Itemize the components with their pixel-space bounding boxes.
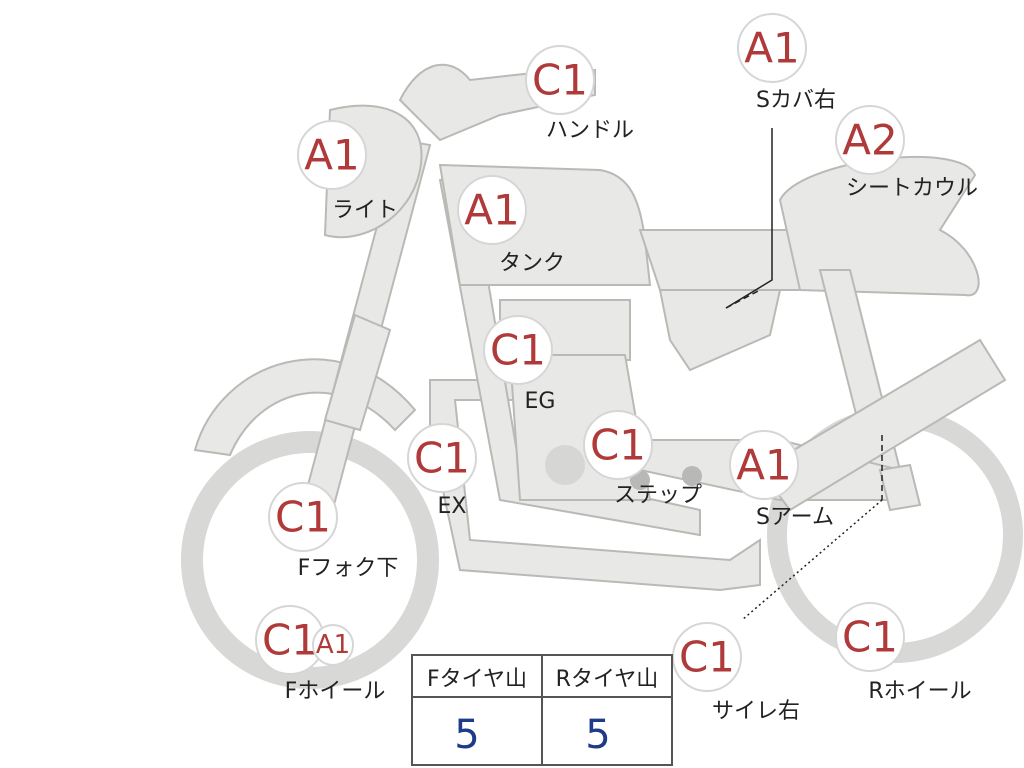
grade-seatcowl: A2 (842, 116, 897, 165)
grade-handle2: C1 (532, 56, 588, 105)
front-tire-value: 5 (454, 712, 479, 758)
label-sidecover: Sカバ右 (756, 88, 836, 113)
badge-light: A1 ライト (297, 120, 398, 223)
grade-light: A1 (304, 131, 359, 180)
side-cover-shape (658, 289, 782, 372)
badge-seatcowl: A2 シートカウル (835, 105, 978, 201)
badge-step: C1 ステップ (583, 410, 702, 508)
label-light: ライト (332, 198, 398, 223)
badge-circle-rwheel (835, 602, 905, 672)
label-swingarm: Sアーム (756, 505, 834, 530)
grade-engine: C1 (490, 326, 546, 375)
badge-circle-fork (268, 482, 338, 552)
label-silencer: サイレ右 (712, 699, 800, 724)
seat-cowl-shape (778, 155, 980, 297)
label-tank: タンク (499, 251, 565, 276)
badge-circle-engine (483, 315, 553, 385)
badge-circle-sidecover (737, 13, 807, 83)
label-handle2: ハンドル (546, 118, 634, 143)
silencer-shape (758, 338, 1007, 512)
badge-circle-handle2 (525, 45, 595, 115)
grade-fork: C1 (275, 493, 331, 542)
badge-circle-seatcowl (835, 105, 905, 175)
motorcycle-illustration (181, 63, 1023, 689)
fork-upper-shape (323, 313, 392, 432)
badge-handle2: C1 ハンドル (525, 45, 634, 143)
badge-circle-fwheel2 (312, 624, 354, 666)
front-tire-header: Fタイヤ山 (427, 667, 527, 692)
side-cover-leader-dash (725, 289, 761, 309)
label-seatcowl: シートカウル (846, 176, 978, 201)
rear-tire-header: Rタイヤ山 (556, 667, 659, 692)
front-wheel-shape (181, 431, 439, 689)
grade-fwheel2: A1 (316, 630, 350, 660)
seat-shape (638, 229, 802, 291)
engine-cover-shape (545, 445, 585, 485)
label-step: ステップ (614, 483, 702, 508)
grade-exhaust: C1 (414, 434, 470, 483)
grade-swingarm: A1 (736, 441, 791, 490)
silencer-end-shape (878, 463, 922, 512)
badge-fwheel2: A1 (312, 624, 354, 666)
badge-silencer: C1 サイレ右 (672, 622, 800, 724)
badge-circle-light (297, 120, 367, 190)
label-rwheel: Rホイール (868, 679, 971, 704)
footpeg-right-shape (682, 466, 702, 486)
label-fwheel: Fホイール (285, 679, 386, 704)
grade-fwheel: C1 (262, 616, 318, 665)
grade-sidecover: A1 (744, 24, 799, 73)
rear-tire-value: 5 (585, 712, 610, 758)
label-exhaust: EX (438, 494, 467, 519)
badge-circle-step (583, 410, 653, 480)
grade-rwheel: C1 (842, 613, 898, 662)
tire-table: Fタイヤ山 Rタイヤ山 5 5 (411, 654, 673, 766)
badge-circle-swingarm (729, 430, 799, 500)
grade-step: C1 (590, 421, 646, 470)
label-engine: EG (525, 389, 556, 414)
side-cover-leader (725, 128, 773, 309)
badge-circle-exhaust (407, 423, 477, 493)
grade-silencer: C1 (679, 633, 735, 682)
badge-tank: A1 タンク (457, 175, 565, 276)
grade-tank: A1 (464, 186, 519, 235)
silencer-leader (741, 499, 883, 621)
label-fork: Fフォク下 (298, 556, 399, 581)
badge-circle-tank (457, 175, 527, 245)
